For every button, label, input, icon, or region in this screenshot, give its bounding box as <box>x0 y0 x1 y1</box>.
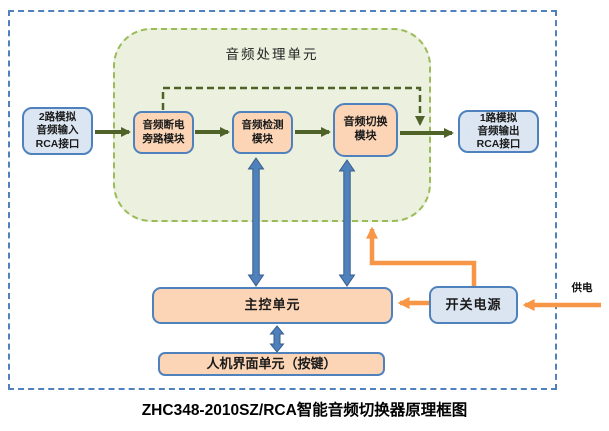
bypass-module-line2: 旁路模块 <box>142 132 185 145</box>
device-boundary-frame <box>8 10 557 390</box>
hmi-unit-label: 人机界面单元（按键） <box>206 355 337 371</box>
detect-module-line2: 模块 <box>252 132 273 145</box>
hmi-unit-block: 人机界面单元（按键） <box>158 352 385 376</box>
switch-module-block: 音频切换 模块 <box>333 103 398 157</box>
audio-input-line2: 音频输入 <box>36 124 79 137</box>
external-supply-label: 供电 <box>571 282 593 294</box>
main-control-unit-label: 主控单元 <box>244 297 301 313</box>
detect-module-block: 音频检测 模块 <box>232 111 293 154</box>
detect-module-line1: 音频检测 <box>241 119 284 132</box>
switch-module-line1: 音频切换 <box>343 116 388 129</box>
diagram-caption: ZHC348-2010SZ/RCA智能音频切换器原理框图 <box>141 402 468 419</box>
audio-processing-unit-label: 音频处理单元 <box>225 47 319 62</box>
audio-input-line1: 2路模拟 <box>38 111 77 124</box>
bypass-module-line1: 音频断电 <box>142 119 185 132</box>
audio-output-block: 1路模拟 音频输出 RCA接口 <box>458 110 539 153</box>
audio-output-line2: 音频输出 <box>477 124 520 137</box>
switch-module-line2: 模块 <box>354 130 377 142</box>
audio-output-line1: 1路模拟 <box>479 111 518 124</box>
bypass-module-block: 音频断电 旁路模块 <box>133 111 194 154</box>
audio-input-line3: RCA接口 <box>35 137 80 150</box>
audio-output-line3: RCA接口 <box>476 138 521 151</box>
switching-power-supply-label: 开关电源 <box>445 296 502 312</box>
switching-power-supply-block: 开关电源 <box>429 286 518 324</box>
main-control-unit-block: 主控单元 <box>152 287 393 324</box>
audio-input-block: 2路模拟 音频输入 RCA接口 <box>22 107 93 155</box>
